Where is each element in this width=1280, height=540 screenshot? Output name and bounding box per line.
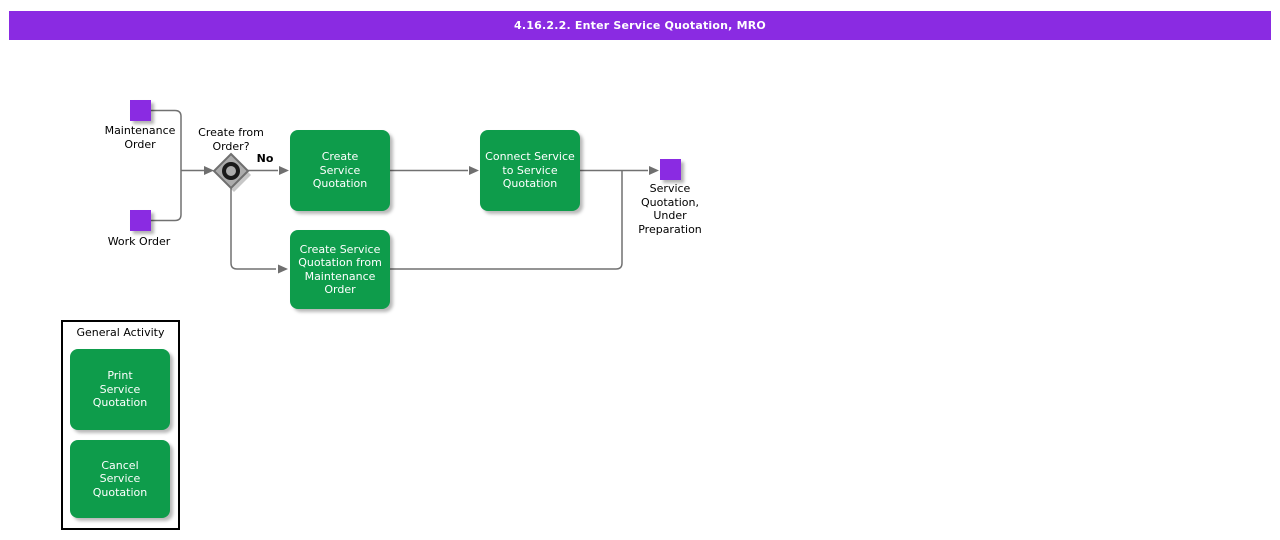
event-maintenance-order-label: Maintenance Order: [104, 124, 176, 151]
activity-connect-service-label: Connect Service to Service Quotation: [485, 150, 575, 191]
arrowhead-into-gateway: [204, 166, 214, 175]
event-work-order: [130, 210, 151, 231]
activity-print-service-quotation-label: Print Service Quotation: [92, 369, 148, 410]
gateway-no-label: No: [256, 152, 274, 165]
general-activity-group-title: General Activity: [76, 326, 165, 339]
gateway-question-label: Create from Order?: [198, 126, 264, 153]
gateway-shadow: [217, 158, 251, 192]
arrowhead-into-end-event: [649, 166, 659, 175]
activity-cancel-service-quotation-label: Cancel Service Quotation: [92, 458, 148, 499]
activity-create-service-quotation-from-maintenance-order[interactable]: Create Service Quotation from Maintenanc…: [290, 230, 390, 309]
activity-create-service-quotation[interactable]: Create Service Quotation: [290, 130, 390, 211]
activity-create-from-maintenance-label: Create Service Quotation from Maintenanc…: [298, 242, 382, 297]
activity-connect-service-to-service-quotation[interactable]: Connect Service to Service Quotation: [480, 130, 580, 211]
diagram-title-bar: 4.16.2.2. Enter Service Quotation, MRO: [9, 11, 1271, 40]
gateway-shape: [212, 152, 251, 192]
activity-create-service-quotation-label: Create Service Quotation: [312, 150, 368, 191]
gateway-inclusive-circle-icon: [222, 162, 240, 180]
arrowhead-into-create: [279, 166, 289, 175]
event-service-quotation-label: Service Quotation, Under Preparation: [638, 182, 702, 236]
event-maintenance-order: [130, 100, 151, 121]
event-service-quotation-under-preparation: [660, 159, 681, 180]
activity-print-service-quotation[interactable]: Print Service Quotation: [70, 349, 170, 430]
activity-cancel-service-quotation[interactable]: Cancel Service Quotation: [70, 440, 170, 518]
arrowhead-into-connect: [469, 166, 479, 175]
flow-yes-branch: [230, 188, 276, 270]
arrowheads: [204, 166, 659, 274]
arrowhead-into-create-from-maintenance: [278, 264, 288, 274]
diagram-title: 4.16.2.2. Enter Service Quotation, MRO: [514, 19, 766, 32]
gateway-diamond: [212, 152, 250, 190]
event-work-order-label: Work Order: [107, 235, 171, 248]
